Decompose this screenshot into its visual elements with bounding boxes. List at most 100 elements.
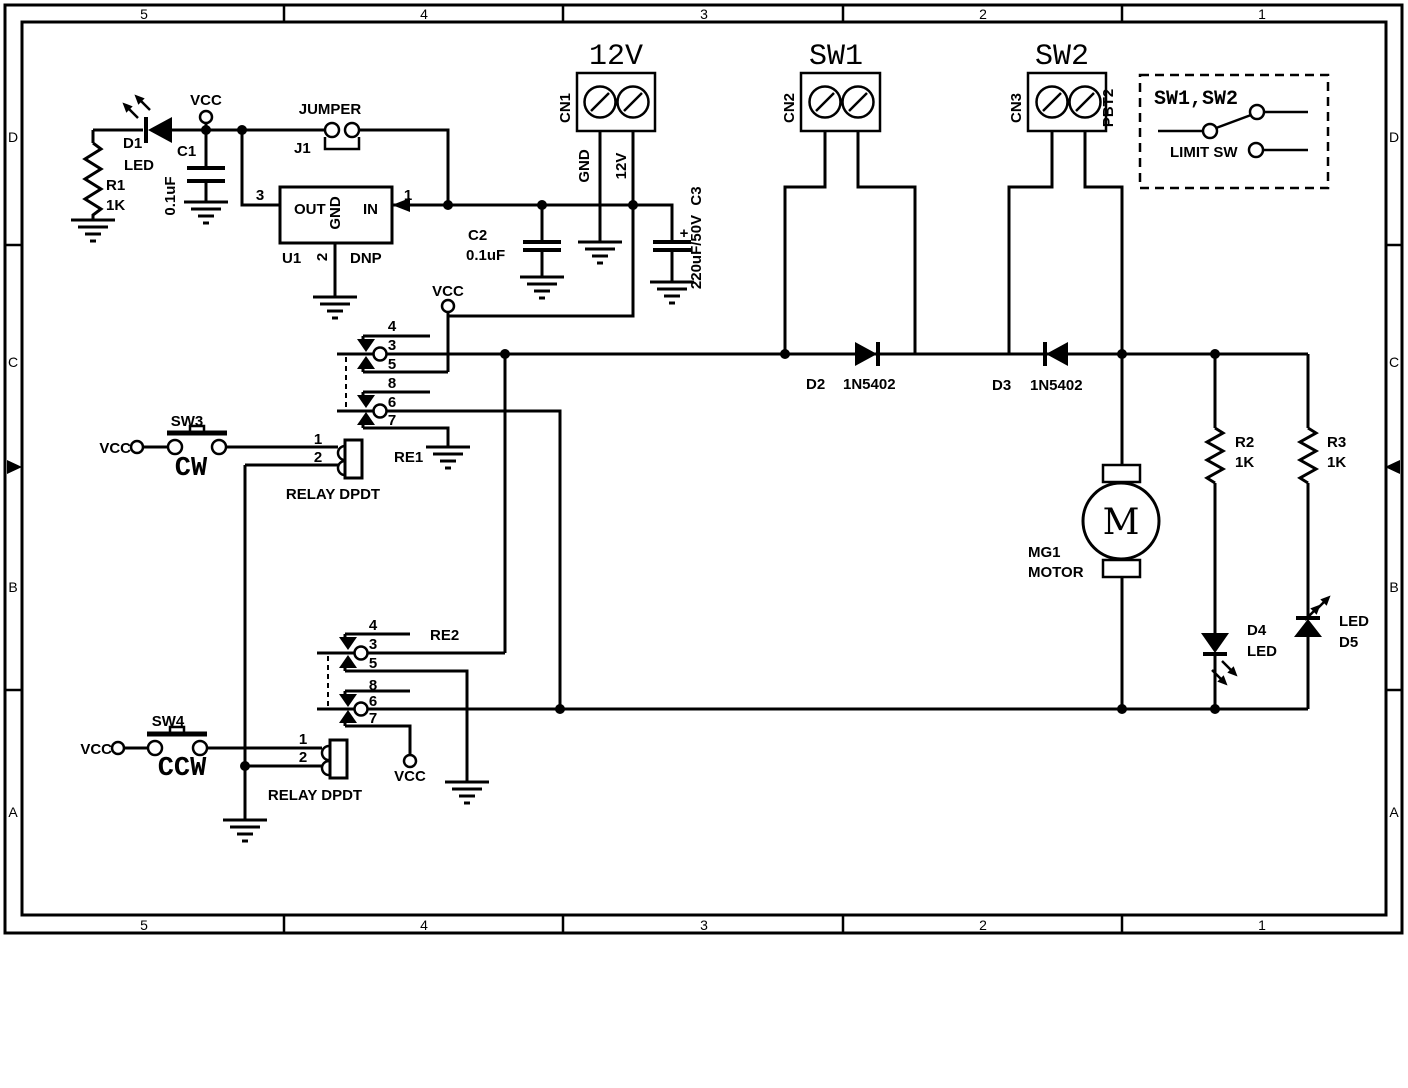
zone-labels-top: 5 4 3 2 1 bbox=[140, 6, 1266, 22]
r1-val: 1K bbox=[106, 197, 125, 214]
r3-val: 1K bbox=[1327, 454, 1346, 471]
jumper-j1-symbol bbox=[323, 121, 361, 151]
re2-pin6: 6 bbox=[369, 693, 377, 710]
cn1-ref: CN1 bbox=[557, 93, 574, 123]
r1-ref: R1 bbox=[106, 177, 125, 194]
d4-type: LED bbox=[1247, 643, 1277, 660]
re1-ref: RE1 bbox=[394, 449, 423, 466]
re2-gnd-symbol bbox=[443, 780, 491, 805]
motor-symbol-letter: M bbox=[1103, 502, 1140, 543]
zone-top-2: 2 bbox=[979, 6, 987, 22]
re1-coil-symbol bbox=[336, 438, 364, 480]
re2-pin4: 4 bbox=[369, 617, 378, 634]
sw3-label: CW bbox=[175, 454, 208, 484]
zone-top-1: 1 bbox=[1258, 6, 1266, 22]
re2-vcc-label: VCC bbox=[394, 768, 426, 785]
re2-coil-pin2: 2 bbox=[299, 749, 307, 766]
d2-val: 1N5402 bbox=[843, 376, 896, 393]
re1-pin4: 4 bbox=[388, 318, 397, 335]
motor-ref: MG1 bbox=[1028, 544, 1061, 561]
vcc-terminal-pilot: VCC bbox=[190, 92, 222, 125]
cn1-12v-label: 12V bbox=[613, 153, 630, 180]
zone-bottom-1: 1 bbox=[1258, 917, 1266, 933]
cn1-gnd-label: GND bbox=[576, 149, 593, 183]
border-center-arrow-left bbox=[7, 460, 22, 474]
zone-bottom-3: 3 bbox=[700, 917, 708, 933]
re2-pin5: 5 bbox=[369, 655, 377, 672]
u1-pin1-num: 1 bbox=[404, 187, 412, 204]
r2-val: 1K bbox=[1235, 454, 1254, 471]
sw1-title: SW1 bbox=[809, 40, 863, 74]
u1-gnd-symbol bbox=[311, 295, 359, 320]
d5-type: LED bbox=[1339, 613, 1369, 630]
d1-ref: D1 bbox=[123, 135, 142, 152]
re1-pin7: 7 bbox=[388, 412, 396, 429]
d3-val: 1N5402 bbox=[1030, 377, 1083, 394]
diode-d2-symbol: D2 1N5402 bbox=[806, 342, 896, 393]
motor-type: MOTOR bbox=[1028, 564, 1084, 581]
pilot-led-section: D1 LED R1 1K VCC C1 0.1uF JUMPER J1 bbox=[69, 90, 361, 243]
sw4-ref: SW4 bbox=[152, 713, 185, 730]
re2-coil-gnd-symbol bbox=[221, 818, 269, 843]
u1-pin3-num: 3 bbox=[256, 187, 264, 204]
led-d5-symbol: LED D5 bbox=[1294, 591, 1369, 651]
r2-ref: R2 bbox=[1235, 434, 1254, 451]
connector-sw2: SW2 CN3 PBT2 bbox=[1008, 40, 1117, 133]
u1-ref: U1 bbox=[282, 250, 301, 267]
zone-left-d: D bbox=[8, 129, 18, 145]
u1-in-arrow bbox=[392, 198, 410, 212]
re1-pin3: 3 bbox=[388, 337, 396, 354]
cn1-title: 12V bbox=[589, 40, 643, 74]
sw2-alt-ref: PBT2 bbox=[1100, 89, 1117, 127]
sw4-vcc-label: VCC bbox=[80, 741, 112, 758]
screw-icon bbox=[1068, 85, 1102, 119]
re2-pin7: 7 bbox=[369, 710, 377, 727]
re1-common1-contact bbox=[372, 346, 388, 362]
sw2-title: SW2 bbox=[1035, 40, 1089, 74]
re1-pin5: 5 bbox=[388, 356, 396, 373]
sw2-ref: CN3 bbox=[1008, 93, 1025, 123]
screw-icon bbox=[616, 85, 650, 119]
zone-left-c: C bbox=[8, 354, 18, 370]
re2-coil-symbol bbox=[320, 738, 349, 780]
sw3-ref: SW3 bbox=[171, 413, 204, 430]
border-center-arrow-right bbox=[1385, 460, 1400, 474]
resistor-r2-symbol: R2 1K bbox=[1203, 426, 1254, 485]
u1-dnp: DNP bbox=[350, 250, 382, 267]
c3-val: 220uF/50V bbox=[688, 215, 705, 289]
power-input-section: 12V CN1 GND 12V C2 0.1uF + C3 220uF/50V bbox=[466, 40, 705, 305]
r3-ref: R3 bbox=[1327, 434, 1346, 451]
d2-ref: D2 bbox=[806, 376, 825, 393]
relay-re2: 4 3 5 8 6 7 RE2 VCC 1 2 RELAY DPDT bbox=[221, 617, 491, 843]
zone-right-c: C bbox=[1389, 354, 1399, 370]
re2-pin8: 8 bbox=[369, 677, 377, 694]
zone-bottom-5: 5 bbox=[140, 917, 148, 933]
zone-right-d: D bbox=[1389, 129, 1399, 145]
u1-pin2-num: 2 bbox=[314, 253, 331, 261]
led-d1-symbol bbox=[118, 90, 172, 143]
re2-pin3: 3 bbox=[369, 636, 377, 653]
c2-val: 0.1uF bbox=[466, 247, 505, 264]
c3-ref: C3 bbox=[688, 186, 705, 205]
re2-ref: RE2 bbox=[430, 627, 459, 644]
re1-gnd-symbol bbox=[424, 445, 472, 470]
pushbutton-sw4: VCC SW4 CCW bbox=[80, 713, 209, 784]
zone-top-4: 4 bbox=[420, 6, 428, 22]
re1-pin8: 8 bbox=[388, 375, 396, 392]
motor-mg1: M MG1 MOTOR bbox=[1028, 463, 1161, 581]
d1-type: LED bbox=[124, 157, 154, 174]
u1-pin-out: OUT bbox=[294, 201, 326, 218]
re1-coil-pin2: 2 bbox=[314, 449, 322, 466]
vcc-label-pilot: VCC bbox=[190, 92, 222, 109]
zone-left-a: A bbox=[8, 804, 18, 820]
u1-pin-in: IN bbox=[363, 201, 378, 218]
screw-icon bbox=[808, 85, 842, 119]
zone-bottom-2: 2 bbox=[979, 917, 987, 933]
relay-re1: 4 3 5 8 6 7 RE1 1 2 RELAY DPDT bbox=[286, 318, 472, 503]
zone-bottom-4: 4 bbox=[420, 917, 428, 933]
sw1-ref: CN2 bbox=[781, 93, 798, 123]
legend-box: SW1,SW2 LIMIT SW bbox=[1138, 73, 1330, 190]
re2-type: RELAY DPDT bbox=[268, 787, 362, 804]
